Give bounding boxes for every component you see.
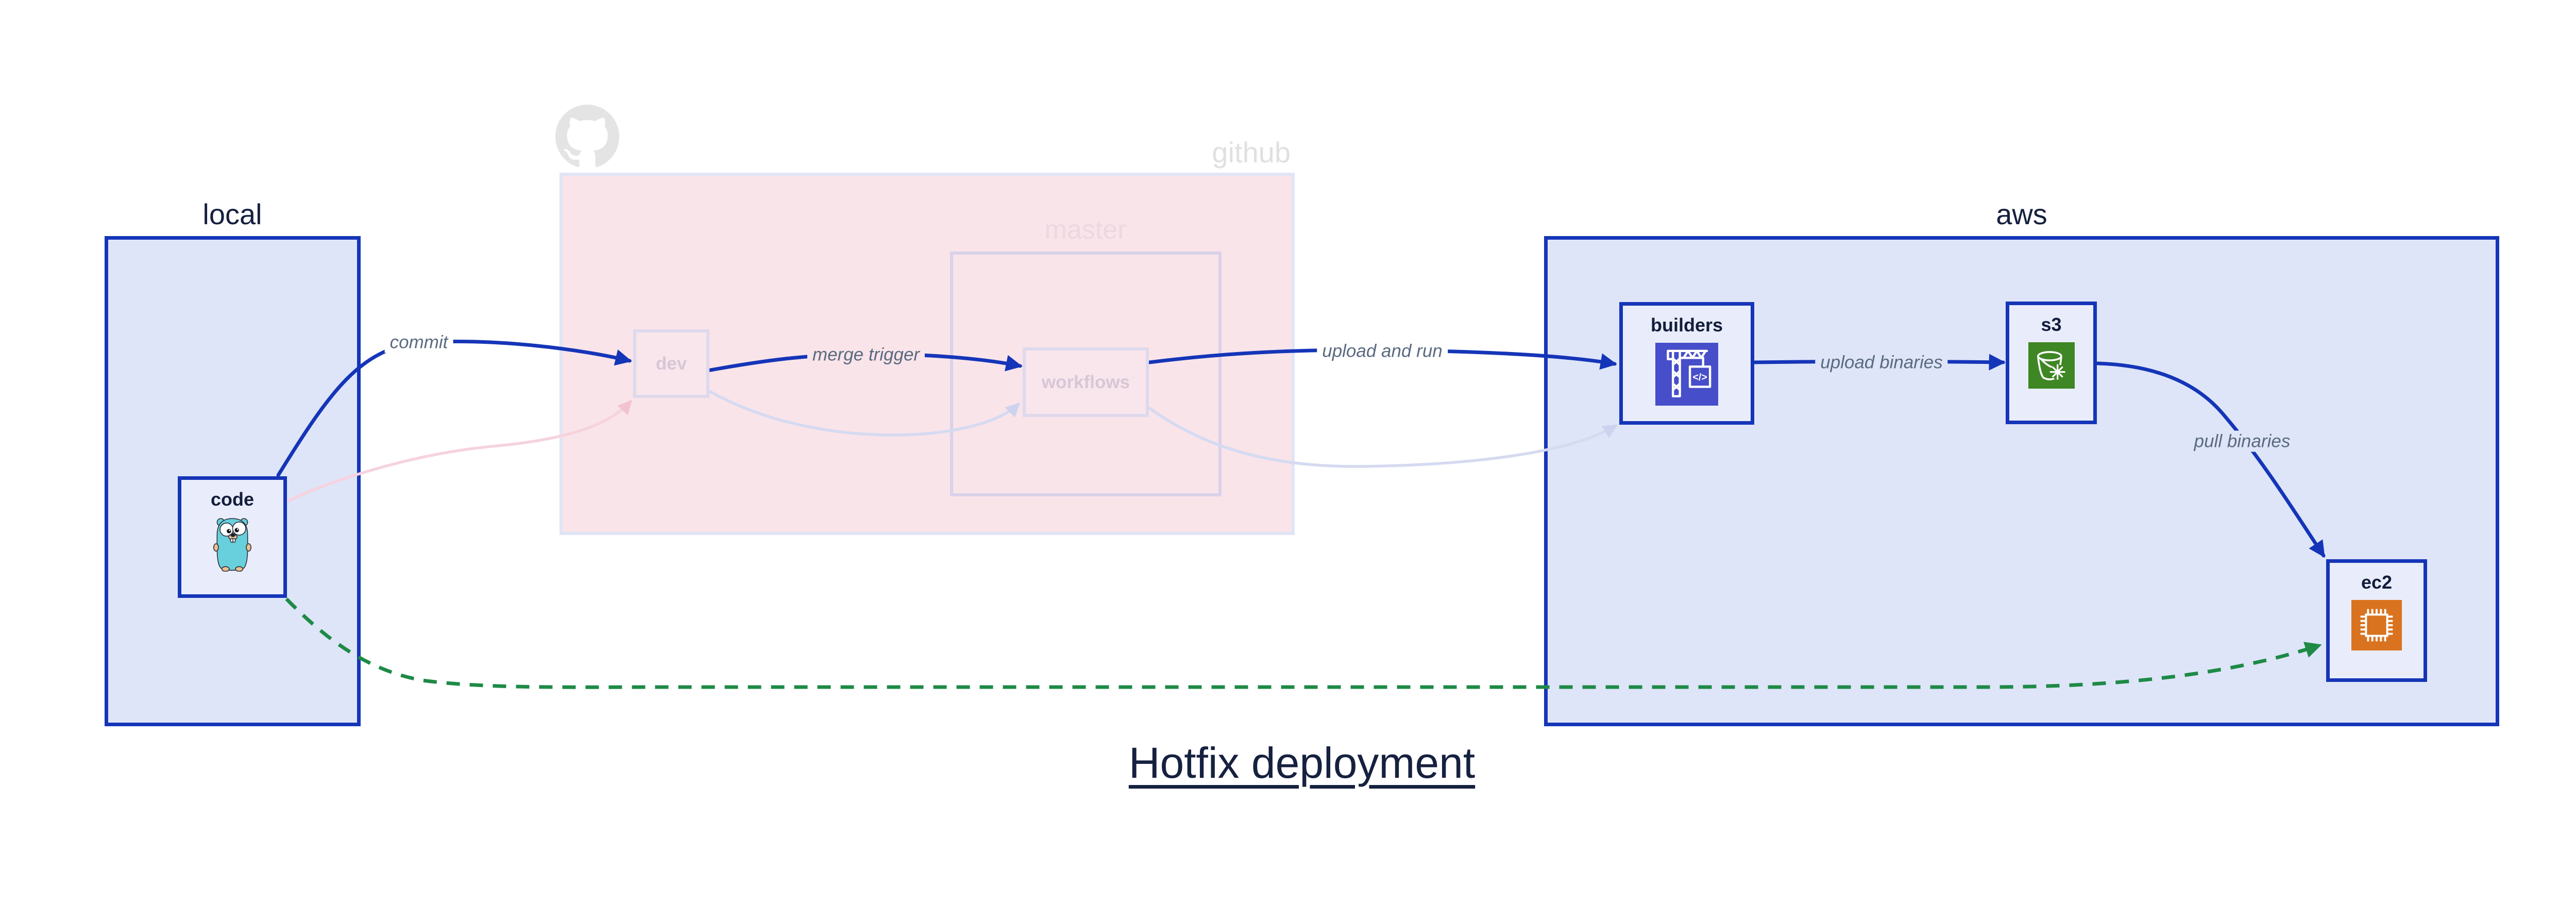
edge-label-commit: commit xyxy=(384,331,453,353)
node-ec2: ec2 xyxy=(2326,559,2427,682)
node-s3: s3 xyxy=(2006,302,2097,424)
node-workflows-label: workflows xyxy=(1041,372,1130,392)
diagram-title: Hotfix deployment xyxy=(1128,739,1476,787)
master-branch-box xyxy=(950,252,1222,496)
master-branch-label: master xyxy=(1044,215,1127,245)
edge-label-upload-and-run: upload and run xyxy=(1317,340,1448,362)
node-s3-label: s3 xyxy=(2041,314,2062,335)
node-builders: builders </> xyxy=(1619,302,1754,425)
code-brackets-glyph: </> xyxy=(1693,372,1707,383)
github-octocat-icon xyxy=(555,105,619,167)
local-region-label: local xyxy=(202,198,262,230)
node-code-label: code xyxy=(210,489,255,510)
cpu-chip-icon xyxy=(2351,600,2402,650)
node-ec2-label: ec2 xyxy=(2361,572,2393,593)
s3-bucket-snowflake-icon xyxy=(2028,342,2075,389)
edge-label-pull-binaries: pull binaries xyxy=(2189,430,2296,452)
go-gopher-icon xyxy=(213,518,251,572)
aws-region-label: aws xyxy=(1996,198,2047,230)
edge-label-upload-binaries: upload binaries xyxy=(1815,352,1948,373)
codebuild-crane-icon: </> xyxy=(1655,343,1718,406)
node-code: code xyxy=(178,476,287,598)
node-workflows: workflows xyxy=(1023,347,1149,417)
github-region-label: github xyxy=(1212,136,1291,169)
node-dev: dev xyxy=(633,329,709,398)
edge-label-merge-trigger: merge trigger xyxy=(807,344,925,365)
node-builders-label: builders xyxy=(1650,314,1723,336)
node-dev-label: dev xyxy=(655,354,687,374)
